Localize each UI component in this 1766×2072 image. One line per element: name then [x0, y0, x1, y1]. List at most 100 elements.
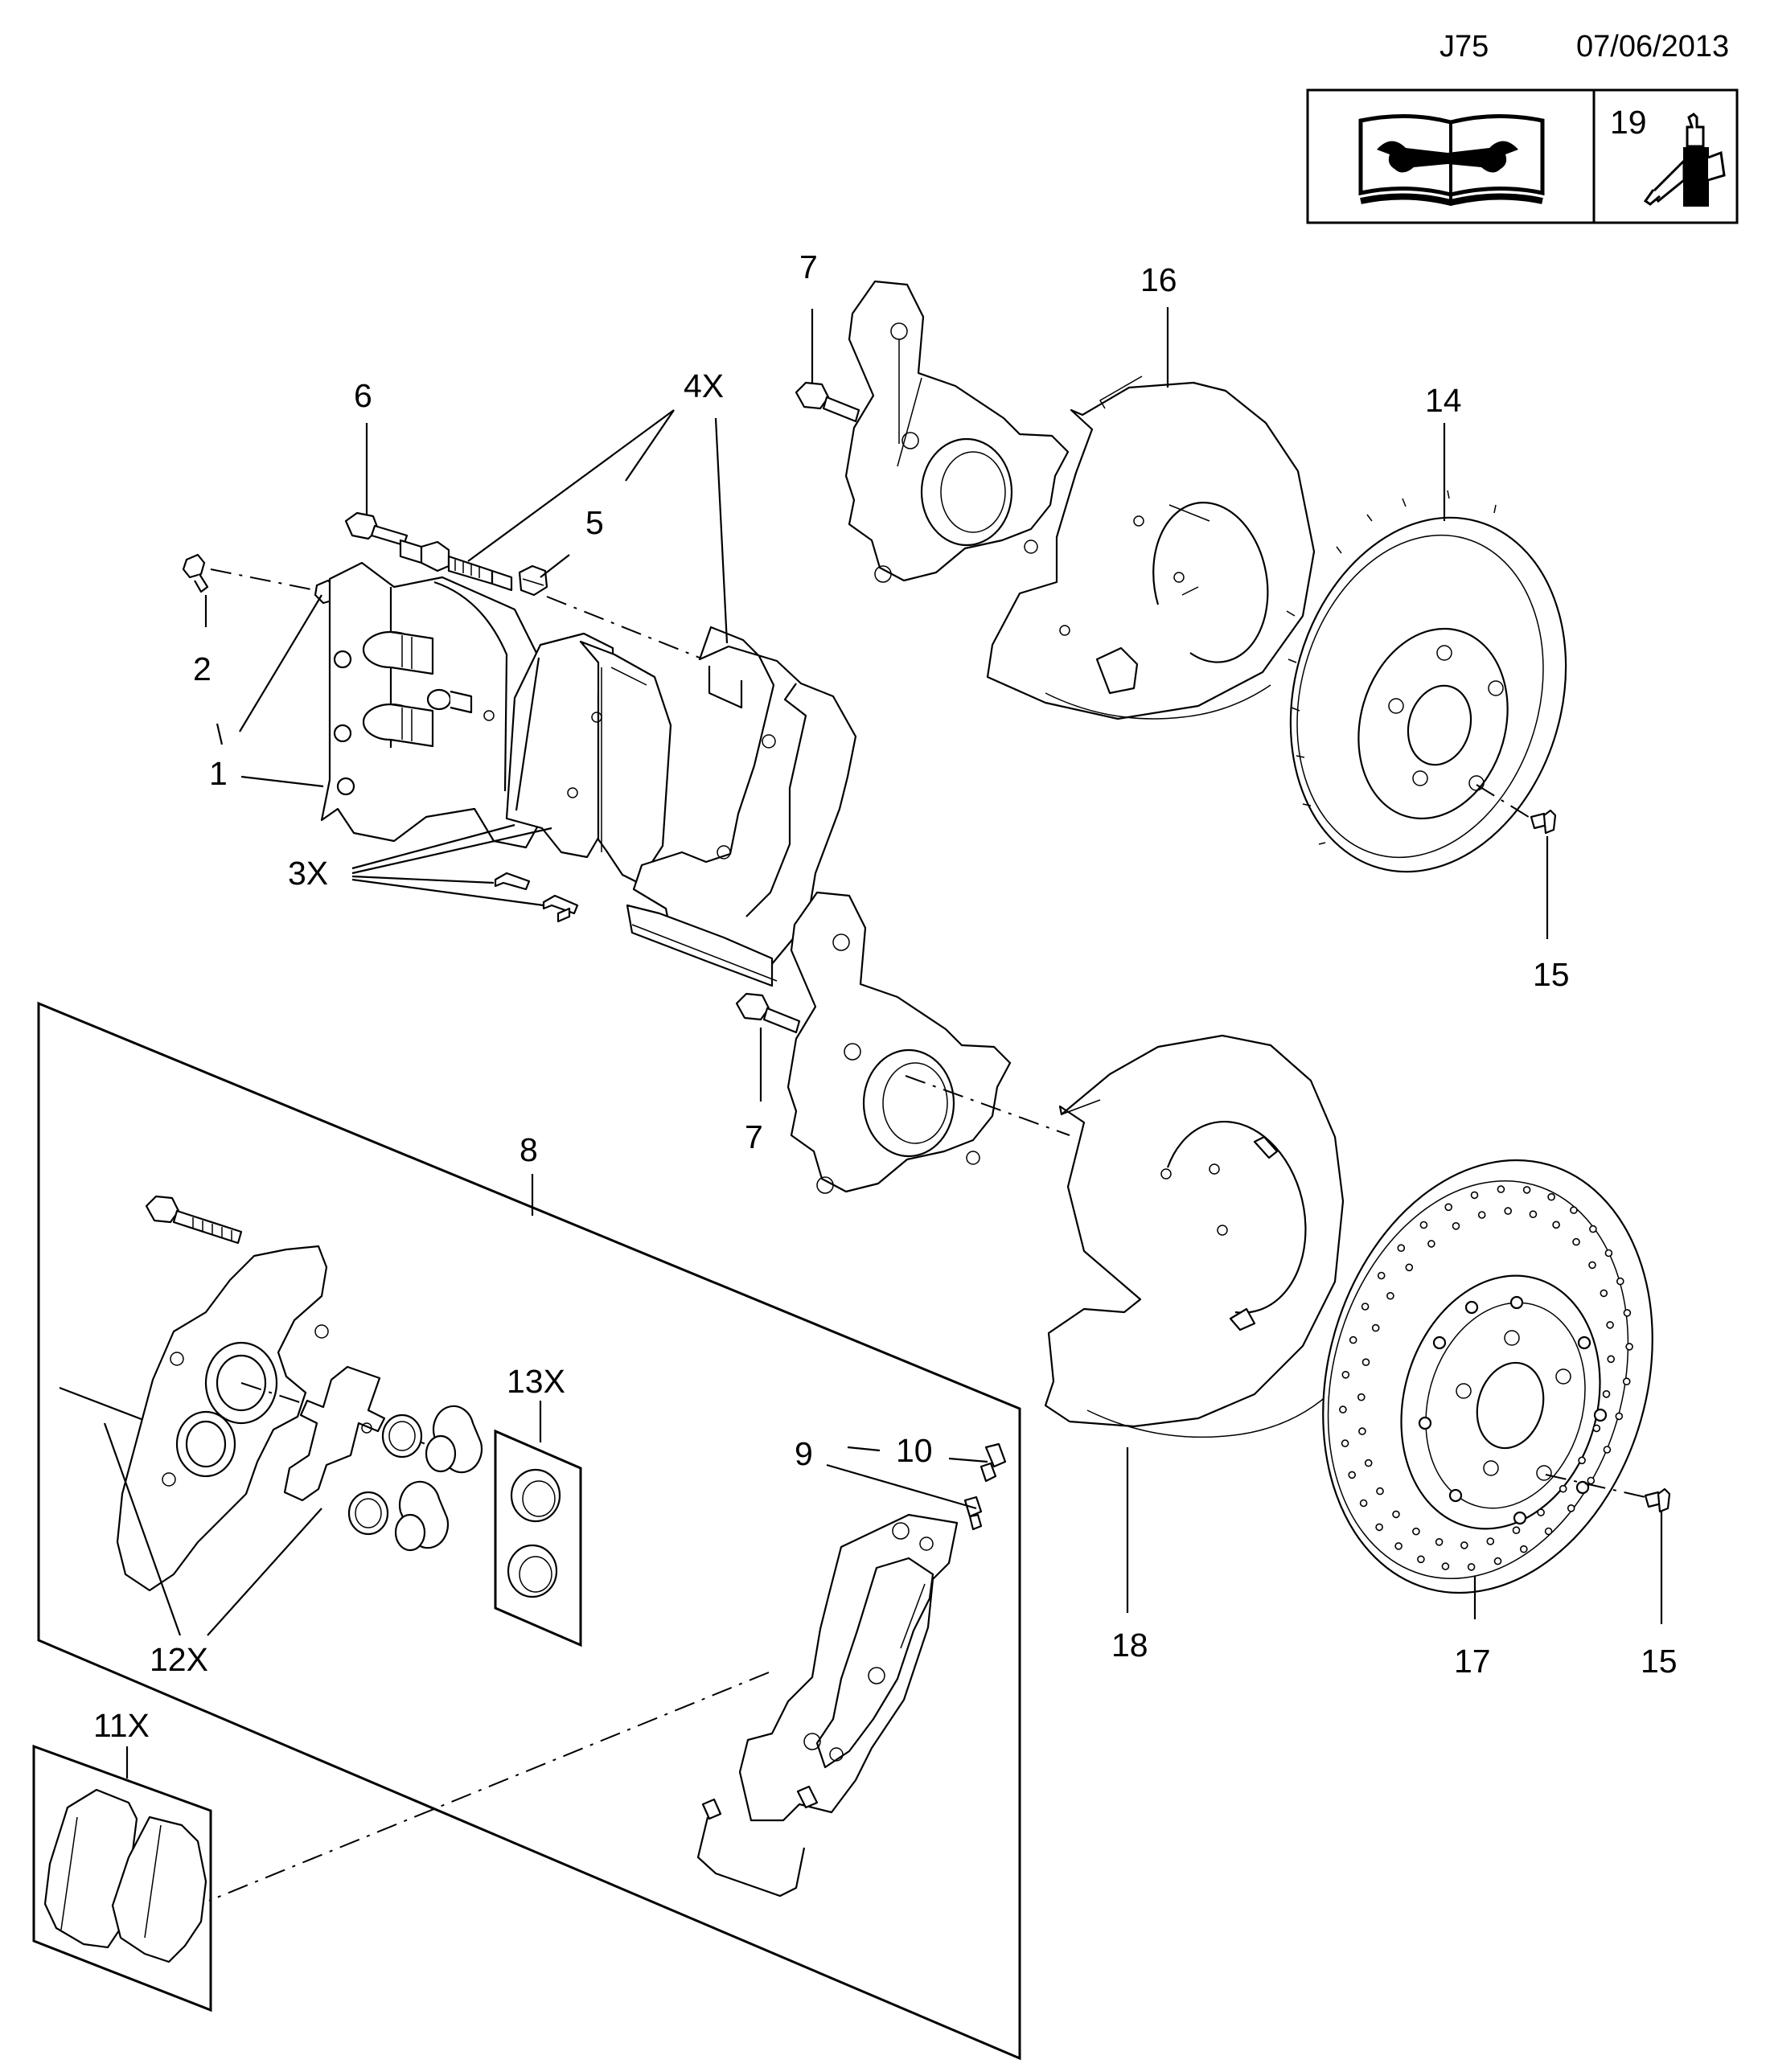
drill-hole: [1460, 1541, 1468, 1549]
drill-hole: [1375, 1523, 1383, 1532]
drill-hole: [1419, 1221, 1428, 1229]
drill-hole: [1623, 1309, 1632, 1317]
drill-hole: [1361, 1303, 1370, 1311]
drilled-brake-disc: [1322, 1159, 1653, 1594]
callout-4x: 4X: [684, 367, 724, 404]
bleeder-cap: [182, 553, 209, 593]
drill-hole: [1602, 1390, 1611, 1398]
diagram-date: 07/06/2013: [1576, 30, 1729, 64]
drill-hole: [1615, 1412, 1624, 1421]
drill-hole: [1394, 1542, 1403, 1550]
callout-16: 16: [1140, 261, 1177, 298]
callout-12x: 12X: [150, 1641, 208, 1678]
drill-hole: [1588, 1261, 1596, 1270]
knuckle-bolt-upper: [795, 381, 860, 423]
callout-11x: 11X: [93, 1707, 150, 1744]
steering-knuckle-lower: [786, 891, 1012, 1194]
disc-retaining-screw-lower: [1644, 1487, 1671, 1513]
drill-hole: [1604, 1249, 1613, 1258]
drill-hole: [1412, 1527, 1420, 1536]
drill-hole: [1357, 1393, 1366, 1401]
callout-2: 2: [193, 650, 212, 687]
drill-hole: [1572, 1237, 1580, 1246]
anti-rattle-spring: [283, 1365, 386, 1502]
drill-hole: [1349, 1336, 1357, 1344]
brake-pad-set: [43, 1788, 207, 1963]
drill-hole: [1603, 1446, 1612, 1454]
drill-hole: [1427, 1240, 1435, 1248]
fixed-caliper-half: [116, 1245, 329, 1592]
drill-hole: [1435, 1538, 1444, 1546]
bleeder-valve-cap: [980, 1442, 1007, 1483]
drill-hole: [1477, 1211, 1486, 1219]
drill-hole: [1467, 1563, 1476, 1571]
drill-hole: [1587, 1476, 1596, 1485]
pad-wear-sensor: [696, 1785, 819, 1898]
drill-hole: [1606, 1321, 1614, 1329]
caliper-kit-frame: [37, 1001, 1021, 2061]
drill-hole: [1520, 1545, 1528, 1553]
brake-dust-shield-lower: [1044, 1034, 1345, 1438]
callout-5: 5: [585, 504, 604, 541]
callout-8: 8: [520, 1131, 538, 1168]
drill-hole: [1341, 1371, 1350, 1379]
callout-6: 6: [354, 377, 372, 414]
drill-hole: [1470, 1191, 1479, 1200]
drill-hole: [1486, 1537, 1495, 1545]
drill-hole: [1392, 1510, 1400, 1519]
callout-3x: 3X: [288, 855, 328, 892]
drill-hole: [1377, 1271, 1386, 1280]
drill-hole: [1376, 1487, 1384, 1496]
drill-hole: [1358, 1427, 1366, 1435]
drill-hole: [1493, 1557, 1502, 1565]
bleeder-pin: [59, 1386, 157, 1426]
floating-caliper: [320, 561, 548, 849]
drill-hole: [1552, 1221, 1560, 1229]
drill-hole: [1589, 1225, 1597, 1233]
callout-7-upper: 7: [799, 248, 818, 285]
drill-hole: [1547, 1192, 1555, 1201]
callout-15-lower: 15: [1641, 1643, 1678, 1680]
fixed-caliper-assembly: [738, 1513, 959, 1822]
drill-hole: [1567, 1504, 1575, 1512]
drill-hole: [1570, 1206, 1578, 1214]
legend-number: 19: [1610, 104, 1647, 141]
caliper-mounting-bolt: [145, 1195, 243, 1245]
drill-hole: [1559, 1484, 1567, 1493]
drill-hole: [1386, 1291, 1394, 1300]
drill-holes: [1339, 1185, 1633, 1571]
drill-hole: [1371, 1323, 1380, 1332]
dust-seal-lower: [507, 1544, 558, 1598]
caliper-bracket: [626, 626, 857, 987]
callout-13x: 13X: [507, 1363, 565, 1400]
drill-hole: [1592, 1424, 1601, 1433]
drill-hole: [1616, 1277, 1624, 1286]
piston-seal-lower: [347, 1491, 389, 1536]
diagram-code: J75: [1439, 30, 1489, 64]
drill-hole: [1361, 1358, 1370, 1366]
threadlock-bottle-icon: [1643, 113, 1726, 207]
drill-hole: [1359, 1499, 1368, 1508]
caliper-bolt: [344, 511, 409, 547]
piston-seal-kit-frame: [494, 1429, 582, 1647]
piston-seal-upper: [381, 1413, 423, 1459]
drill-hole: [1417, 1555, 1425, 1564]
dust-seal-upper: [510, 1468, 561, 1523]
drill-hole: [1444, 1203, 1452, 1212]
drill-hole: [1348, 1471, 1356, 1479]
bleeder-valve: [963, 1496, 983, 1531]
drill-hole: [1512, 1526, 1521, 1534]
drill-hole: [1607, 1355, 1615, 1364]
service-manual-book-wrench-icon: [1358, 113, 1545, 207]
steering-knuckle-upper: [844, 280, 1070, 583]
piston-upper: [425, 1405, 483, 1474]
callout-15-upper: 15: [1533, 956, 1570, 993]
drill-hole: [1364, 1459, 1373, 1467]
callout-17: 17: [1454, 1643, 1491, 1680]
leader-lines: [103, 307, 1663, 1779]
drill-hole: [1341, 1439, 1349, 1447]
drill-hole: [1544, 1527, 1553, 1536]
drill-hole: [1600, 1289, 1608, 1298]
drill-hole: [1529, 1210, 1538, 1218]
callout-18: 18: [1111, 1627, 1148, 1664]
